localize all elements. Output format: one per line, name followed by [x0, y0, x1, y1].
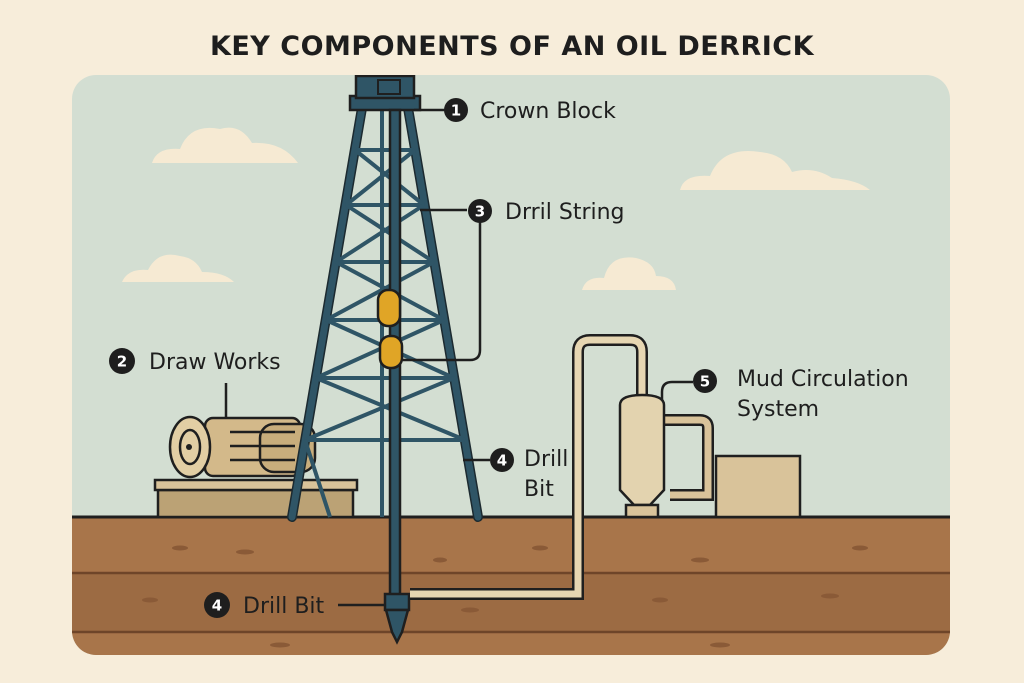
label-text: Drill	[524, 447, 568, 472]
soil-specks	[142, 545, 868, 648]
svg-text:4: 4	[497, 452, 507, 470]
traveling-block	[376, 288, 402, 328]
label-text: Draw Works	[149, 350, 281, 375]
cloud	[680, 151, 870, 190]
hook	[378, 334, 404, 370]
label-text: Drill Bit	[243, 594, 325, 619]
label-text: System	[737, 397, 819, 422]
mud-circulation-system	[410, 334, 802, 600]
diagram-title: KEY COMPONENTS OF AN OIL DERRICK	[210, 31, 815, 62]
ground-layer	[72, 573, 950, 633]
svg-text:2: 2	[117, 353, 127, 371]
label-mud-circulation-system: 5 Mud Circulation System	[660, 367, 909, 422]
label-drill-bit-side: 4 Drill Bit	[463, 447, 568, 502]
label-drill-bit-bottom: 4 Drill Bit	[204, 592, 384, 619]
derrick-tower	[287, 75, 483, 522]
mud-tank	[714, 454, 802, 519]
label-draw-works: 2 Draw Works	[109, 348, 281, 418]
cloud	[152, 127, 298, 163]
svg-text:3: 3	[475, 203, 485, 221]
cloud	[122, 254, 234, 282]
label-text: Crown Block	[480, 99, 616, 124]
svg-text:5: 5	[700, 373, 710, 391]
clouds	[122, 127, 870, 290]
mud-separator	[618, 393, 666, 507]
drill-bit	[384, 608, 410, 645]
svg-text:4: 4	[212, 597, 222, 615]
label-text: Bit	[524, 477, 554, 502]
label-drill-string: 3 Drril String	[402, 199, 625, 362]
cloud	[582, 257, 676, 290]
drill-string	[376, 108, 411, 645]
label-text: Mud Circulation	[737, 367, 909, 392]
svg-text:1: 1	[451, 102, 461, 120]
label-crown-block: 1 Crown Block	[414, 98, 616, 124]
label-text: Drril String	[505, 200, 625, 225]
